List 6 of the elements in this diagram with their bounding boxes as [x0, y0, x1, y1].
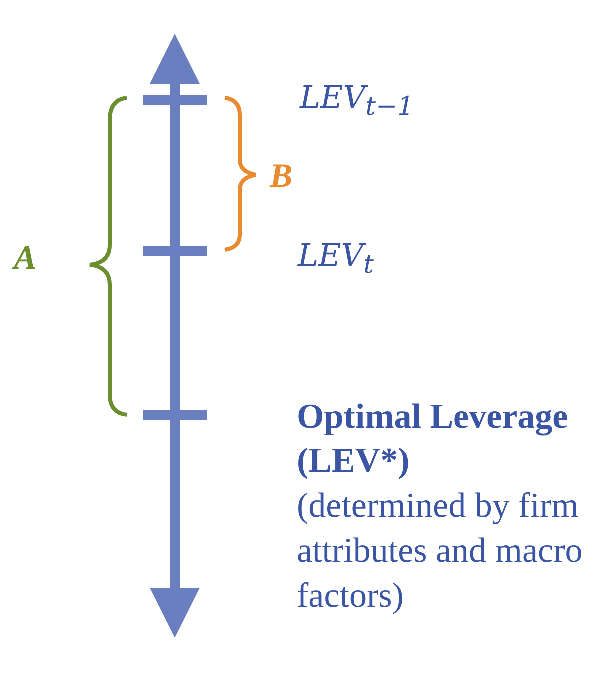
brace-label: A	[14, 240, 37, 278]
brace-label: B	[270, 158, 293, 196]
description-text: (determined by firm attributes and macro factors)	[297, 485, 584, 617]
axis-label: LEV$_{t−1}$	[300, 80, 414, 122]
axis-label: Optimal Leverage (LEV*)	[297, 396, 570, 482]
axis-label: LEV$_{t}$	[298, 238, 374, 280]
